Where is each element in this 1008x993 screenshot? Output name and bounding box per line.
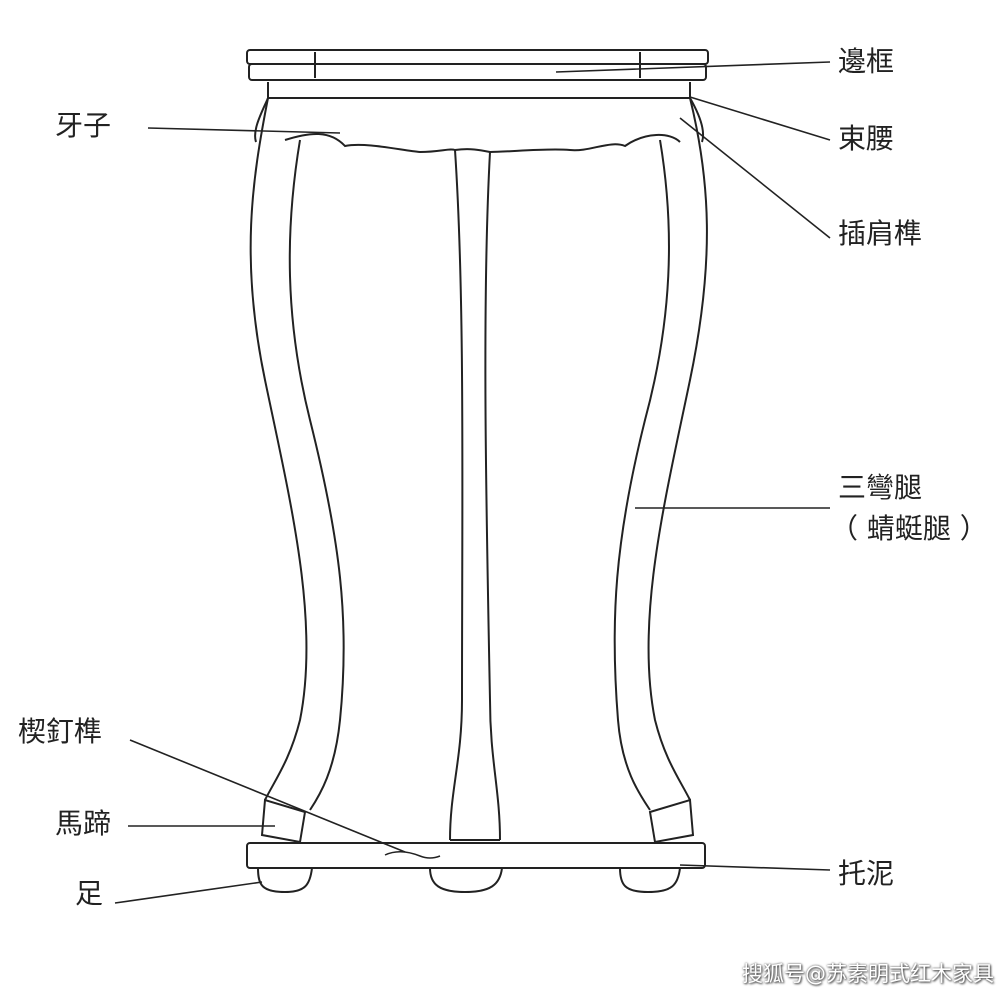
label-ya-zi: 牙子 — [55, 109, 112, 142]
left-leg — [249, 97, 345, 811]
leader-lines — [114, 61, 831, 904]
label-shu-yao: 束腰 — [838, 122, 895, 155]
label-zu: 足 — [75, 877, 104, 910]
label-qing-ting-tui: （ 蜻蜓腿 ） — [830, 512, 988, 545]
label-san-wan-tui: 三彎腿 — [838, 471, 923, 504]
apron — [254, 97, 704, 154]
label-tuo-ni: 托泥 — [838, 857, 895, 890]
label-cha-jian-sun: 插肩榫 — [838, 217, 923, 250]
watermark: 搜狐号@苏素明式红木家具 — [742, 962, 994, 986]
label-ma-ti: 馬蹄 — [55, 807, 112, 840]
waist — [267, 82, 691, 99]
right-leg — [613, 97, 708, 811]
label-bian-kuang: 邊框 — [838, 45, 895, 78]
top-frame — [246, 49, 709, 81]
feet — [257, 867, 681, 894]
middle-leg — [449, 149, 501, 841]
label-xie-ding-sun: 楔釘榫 — [18, 715, 103, 748]
base-frame — [246, 842, 706, 869]
